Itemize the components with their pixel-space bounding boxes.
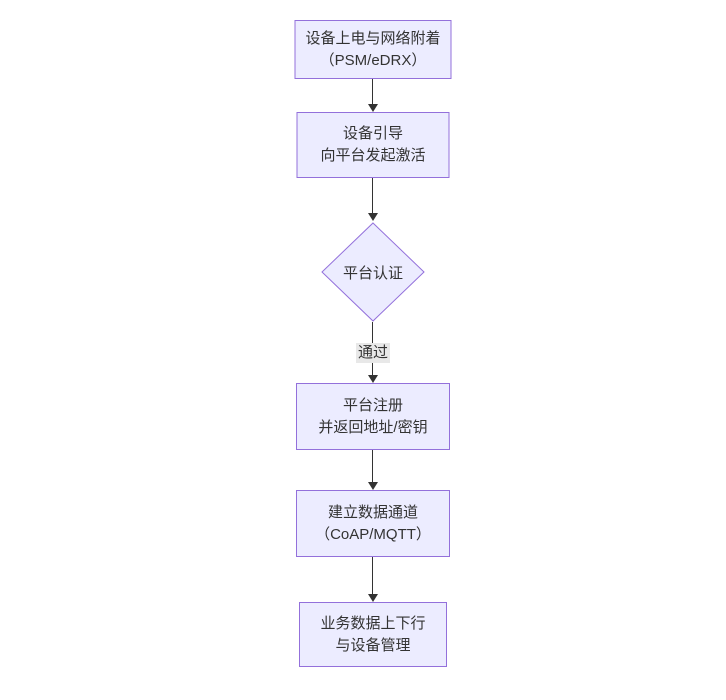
node-platform-register: 平台注册 并返回地址/密钥 xyxy=(296,383,450,450)
edge-bootstrap-to-auth xyxy=(367,178,378,221)
edge-register-to-channel xyxy=(367,450,378,490)
node-platform-register-line1: 平台注册 xyxy=(342,396,403,414)
edge-label-pass: 通过 xyxy=(355,343,391,363)
node-business-data: 业务数据上下行 与设备管理 xyxy=(299,602,447,667)
node-power-on-attach-line1: 设备上电与网络附着 xyxy=(305,29,441,47)
diamond-shape xyxy=(321,222,425,322)
node-data-channel: 建立数据通道 （CoAP/MQTT） xyxy=(296,490,450,557)
node-business-data-line1: 业务数据上下行 xyxy=(320,614,426,632)
node-power-on-attach: 设备上电与网络附着 （PSM/eDRX） xyxy=(294,20,452,79)
node-platform-auth: 平台认证 xyxy=(321,222,425,322)
node-data-channel-line1: 建立数据通道 xyxy=(327,503,418,521)
node-business-data-line2: 与设备管理 xyxy=(335,636,411,654)
node-platform-register-line2: 并返回地址/密钥 xyxy=(318,418,428,436)
node-data-channel-line2: （CoAP/MQTT） xyxy=(315,525,431,543)
node-device-bootstrap-line2: 向平台发起激活 xyxy=(320,147,426,164)
node-platform-auth-label: 平台认证 xyxy=(342,264,403,282)
edge-power-on-to-bootstrap xyxy=(367,79,378,112)
node-device-bootstrap-line1: 设备引导 xyxy=(342,125,403,142)
node-power-on-attach-line2: （PSM/eDRX） xyxy=(319,51,427,69)
edge-channel-to-business xyxy=(367,557,378,602)
node-device-bootstrap: 设备引导 向平台发起激活 xyxy=(296,112,450,178)
